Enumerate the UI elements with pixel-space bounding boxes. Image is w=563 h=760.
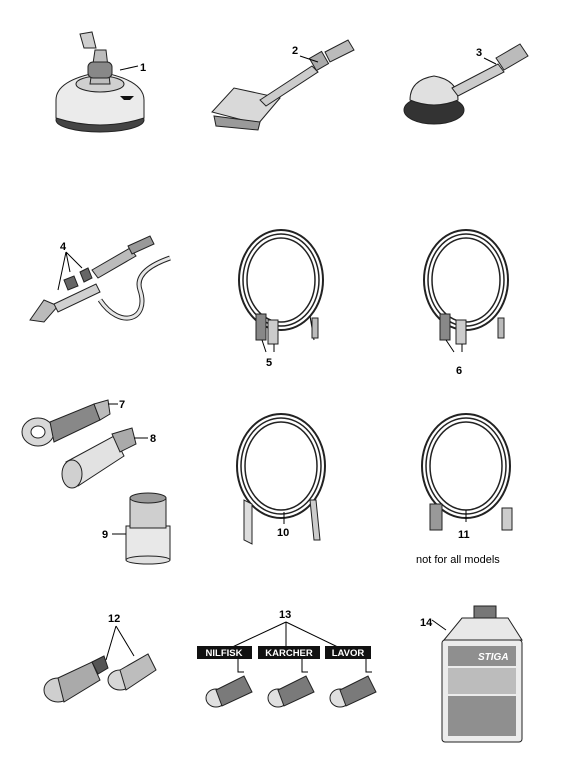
- item-5-hose-coil: 5: [238, 229, 324, 369]
- item-10-hose-coil: 10: [236, 413, 326, 545]
- callout-5: 5: [266, 357, 272, 369]
- callout-11: 11: [458, 529, 470, 541]
- callout-6: 6: [456, 365, 462, 377]
- callout-8: 8: [150, 433, 156, 445]
- note-not-for-all-models: not for all models: [416, 554, 500, 566]
- tag-nilfisk: NILFISK: [206, 648, 243, 659]
- item-4-lance-kit: 4: [29, 235, 171, 323]
- callout-4: 4: [60, 241, 67, 253]
- item-11-hose-coil: 11 not for all models: [416, 413, 513, 566]
- tag-karcher-bg: [258, 646, 320, 659]
- item-7-nozzle: 7: [21, 399, 125, 447]
- stiga-logo: STIGA: [478, 652, 509, 663]
- callout-14: 14: [420, 617, 433, 629]
- callout-1: 1: [140, 62, 146, 74]
- tag-nilfisk-bg: [197, 646, 252, 659]
- item-8-foam-nozzle: 8: [61, 427, 156, 489]
- callout-10: 10: [277, 527, 289, 539]
- callout-13: 13: [279, 609, 291, 621]
- callout-7: 7: [119, 399, 125, 411]
- item-2-brush: 2: [211, 39, 355, 131]
- tag-karcher: KARCHER: [265, 648, 313, 659]
- tag-lavor: LAVOR: [332, 648, 365, 659]
- item-14-detergent-bottle: STIGA 14: [420, 605, 523, 743]
- item-3-round-brush: 3: [403, 43, 529, 125]
- callout-2: 2: [292, 45, 298, 57]
- tag-lavor-bg: [325, 646, 371, 659]
- item-6-hose-coil: 6: [423, 229, 509, 377]
- callout-12: 12: [108, 613, 120, 625]
- item-12-couplings: 12: [43, 613, 157, 703]
- item-9-cap: 9: [102, 492, 171, 565]
- item-13-brand-adapters: 13 NILFISK KARCHER LAVOR: [197, 609, 377, 708]
- callout-3: 3: [476, 47, 482, 59]
- callout-9: 9: [102, 529, 108, 541]
- item-1-patio-cleaner: 1: [55, 31, 146, 133]
